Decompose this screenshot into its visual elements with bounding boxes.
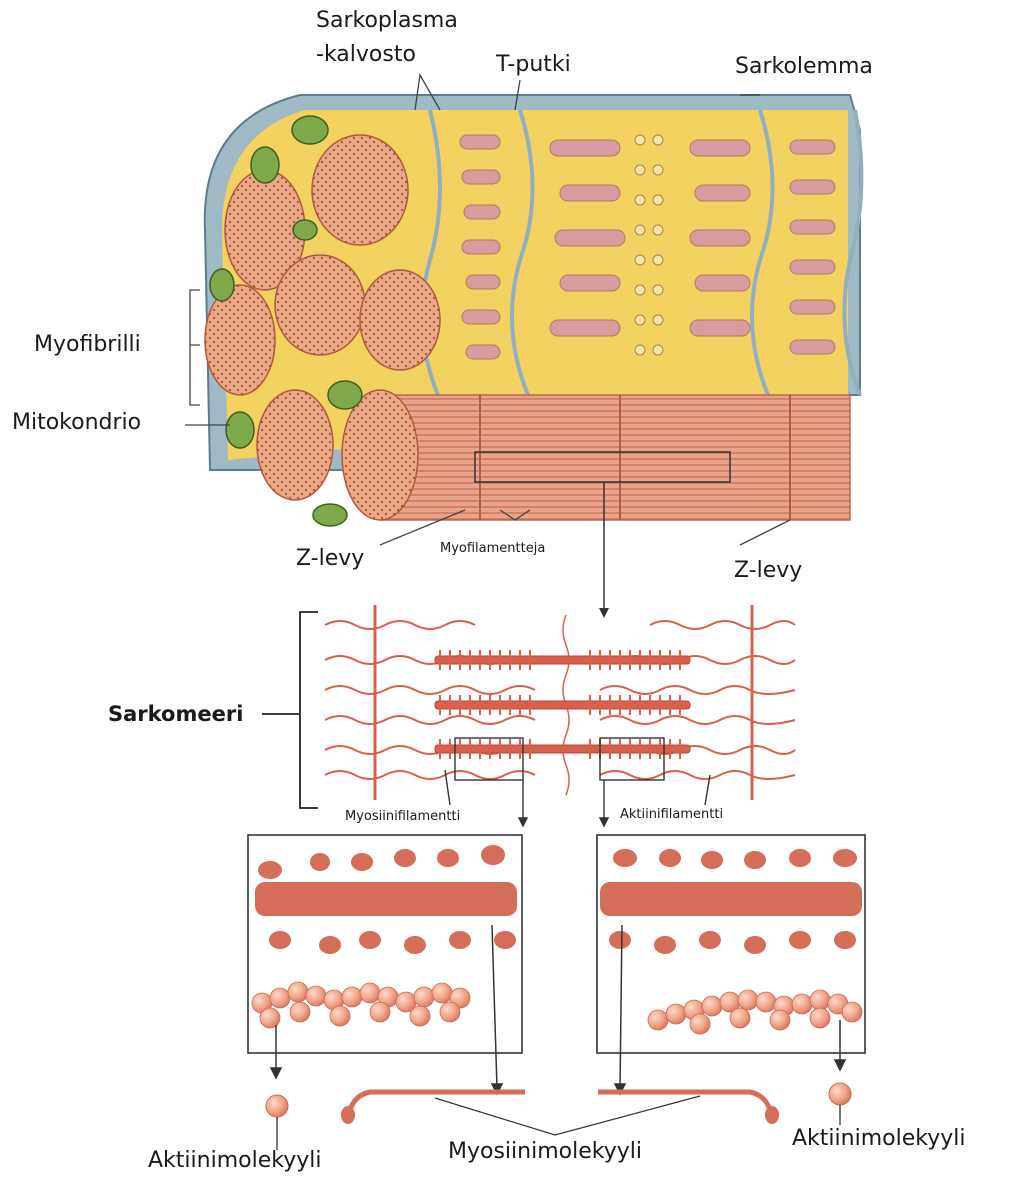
label-t-putki: T-putki (496, 54, 571, 76)
label-z-levy-left: Z-levy (296, 548, 364, 570)
label-sarkomeeri: Sarkomeeri (108, 704, 243, 725)
label-myofibrilli: Myofibrilli (34, 334, 141, 356)
label-myosiinimolekyyli: Myosiinimolekyyli (448, 1141, 642, 1163)
myosin-molecule-right (598, 1092, 779, 1124)
label-sarkoplasma-line1: Sarkoplasma (316, 10, 458, 32)
actin-molecule-left (266, 1095, 288, 1150)
leader-z-levy-right (740, 520, 790, 545)
label-myofilamentteja: Myofilamentteja (440, 542, 545, 555)
muscle-fiber-illustration (205, 95, 862, 526)
actin-molecule-right (829, 1083, 851, 1125)
actin-filaments-left (325, 621, 535, 779)
myosin-zoom-panel-right (597, 835, 865, 1053)
myosin-molecule-leaders (435, 1096, 700, 1135)
label-z-levy-right: Z-levy (734, 560, 802, 582)
zoom-arrow-head (599, 608, 609, 618)
myosin-molecule-left (341, 1092, 525, 1124)
striated-myofibril (380, 395, 850, 520)
label-sarkolemma: Sarkolemma (735, 56, 873, 78)
label-aktiinimolekyyli-right: Aktiinimolekyyli (792, 1128, 965, 1150)
myosin-zoom-panel-left (248, 835, 522, 1053)
sarcomere-diagram (325, 605, 795, 800)
label-aktiinimolekyyli-left: Aktiinimolekyyli (148, 1150, 321, 1172)
label-mitokondrio: Mitokondrio (12, 412, 141, 434)
label-sarkoplasma-line2: -kalvosto (316, 44, 416, 66)
label-aktiinifilamentti: Aktiinifilamentti (620, 808, 723, 821)
label-myosiinifilamentti: Myosiinifilamentti (345, 810, 460, 823)
leader-myofibrilli (190, 290, 200, 405)
sarcomere-bracket (262, 612, 318, 808)
